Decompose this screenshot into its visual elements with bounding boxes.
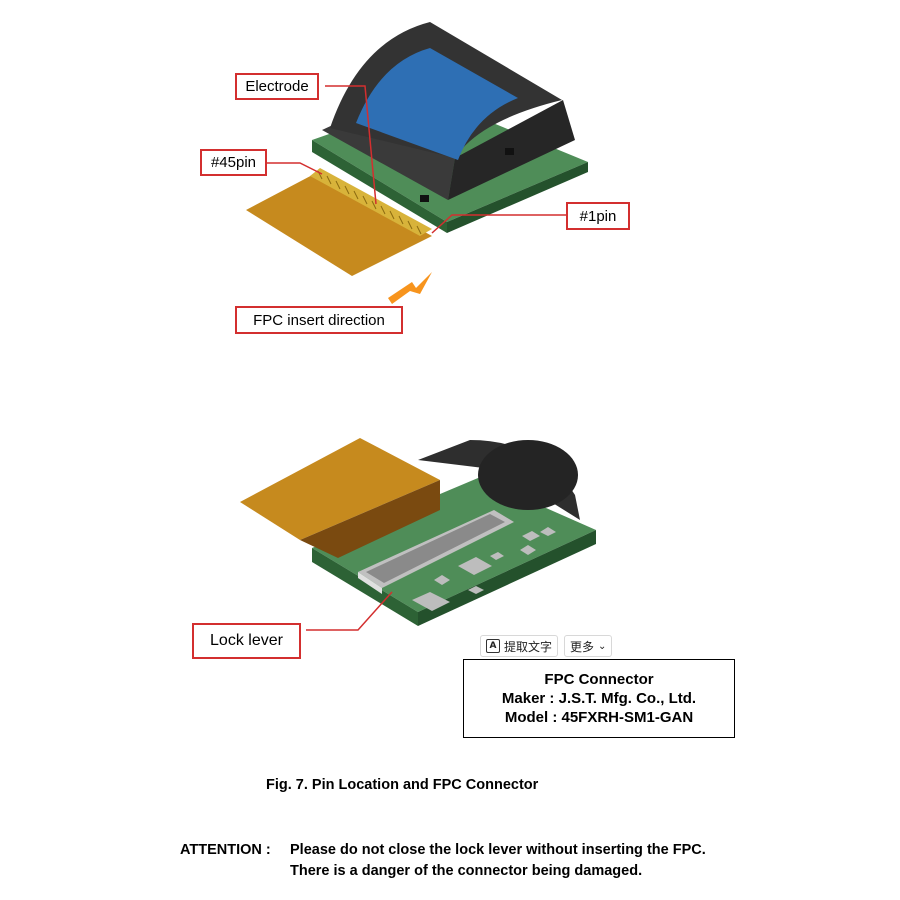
pcb-components	[412, 527, 556, 611]
attention-label: ATTENTION :	[180, 842, 271, 858]
attention-note: ATTENTION : Please do not close the lock…	[180, 840, 706, 882]
insert-direction-arrow	[388, 272, 432, 304]
more-button[interactable]: 更多 ⌄	[564, 635, 613, 657]
housing-slot	[420, 195, 429, 202]
pin45-leader	[267, 162, 323, 175]
lock-lever	[358, 572, 382, 594]
pcb-board-bottom-edge	[312, 548, 418, 626]
attention-line-2: There is a danger of the connector being…	[290, 863, 643, 879]
lock-lever-callout: Lock lever	[192, 623, 301, 659]
connector-info-title: FPC Connector	[544, 671, 654, 688]
chevron-down-icon: ⌄	[598, 640, 607, 652]
fpc-contacts	[310, 168, 432, 236]
housing-lens	[478, 440, 578, 510]
pin45-callout: #45pin	[200, 149, 267, 176]
pin1-leader	[431, 214, 567, 234]
more-label: 更多	[570, 639, 595, 654]
pin1-callout: #1pin	[566, 202, 630, 230]
display-screen	[356, 48, 518, 160]
electrode-leader	[325, 85, 377, 205]
fpc-connector-slot	[366, 514, 505, 583]
connector-info-box: FPC Connector Maker : J.S.T. Mfg. Co., L…	[463, 659, 735, 738]
pcb-board-bottom-edge-right	[418, 530, 596, 626]
fpc-contact-lines	[317, 170, 422, 235]
fpc-cable-bottom	[240, 438, 440, 540]
callout-leaders	[267, 85, 567, 234]
housing-slot	[505, 148, 514, 155]
extract-text-button[interactable]: A 提取文字	[480, 635, 559, 657]
figure-caption: Fig. 7. Pin Location and FPC Connector	[266, 777, 539, 793]
text-extract-toolbar: A 提取文字 更多 ⌄	[480, 635, 613, 657]
text-scan-icon: A	[486, 639, 500, 653]
attention-line-1: Please do not close the lock lever witho…	[290, 842, 706, 858]
attention-text: Please do not close the lock lever witho…	[290, 840, 706, 882]
fpc-cable-bottom-shadow	[300, 480, 440, 558]
lock-lever-leader	[306, 591, 393, 631]
connector-info-maker: Maker : J.S.T. Mfg. Co., Ltd.	[501, 690, 697, 707]
fpc-cable-top	[246, 172, 432, 276]
electrode-callout: Electrode	[235, 73, 319, 100]
extract-text-label: 提取文字	[504, 639, 553, 654]
insert-direction-callout: FPC insert direction	[235, 306, 403, 334]
connector-info-model: Model : 45FXRH-SM1-GAN	[504, 709, 694, 726]
pcb-board-top-edge	[312, 140, 447, 233]
